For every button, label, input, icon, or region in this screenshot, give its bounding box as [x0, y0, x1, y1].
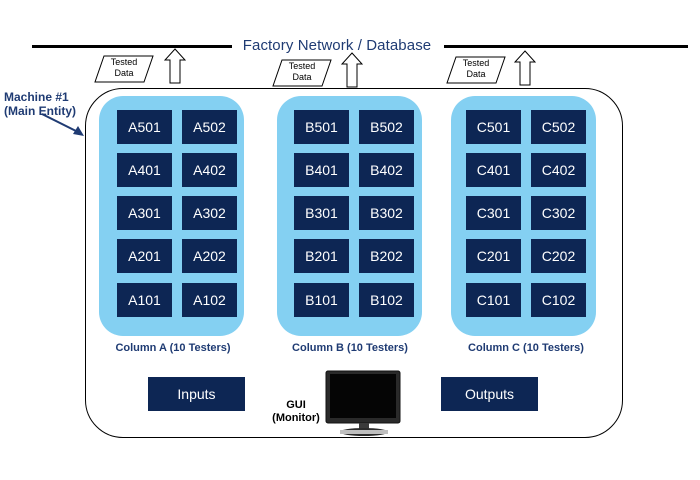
tested-data-c: Tested Data — [446, 56, 506, 84]
tester-a502: A502 — [182, 110, 237, 144]
tester-b402: B402 — [359, 153, 414, 187]
tested-data-c-label: Tested Data — [462, 58, 490, 79]
machine-label: Machine #1 (Main Entity) — [4, 90, 76, 118]
upload-arrow-b-icon — [341, 52, 363, 88]
tester-b501: B501 — [294, 110, 349, 144]
tester-a302: A302 — [182, 196, 237, 230]
pointer-arrow-icon — [41, 113, 84, 136]
tester-c302: C302 — [531, 196, 586, 230]
tester-c401: C401 — [466, 153, 521, 187]
upload-arrow-c-icon — [514, 50, 536, 86]
tester-c501: C501 — [466, 110, 521, 144]
tester-c202: C202 — [531, 239, 586, 273]
gui-label: GUI (Monitor) — [272, 399, 320, 424]
tester-c301: C301 — [466, 196, 521, 230]
tester-a101: A101 — [117, 283, 172, 317]
tester-b102: B102 — [359, 283, 414, 317]
tested-data-b: Tested Data — [272, 59, 332, 87]
monitor-icon — [325, 370, 401, 436]
tester-b201: B201 — [294, 239, 349, 273]
tester-b502: B502 — [359, 110, 414, 144]
network-title: Factory Network / Database — [242, 37, 432, 54]
tester-b301: B301 — [294, 196, 349, 230]
inputs-box: Inputs — [148, 377, 245, 411]
outputs-box: Outputs — [441, 377, 538, 411]
column-a-label: Column A (10 Testers) — [115, 342, 231, 354]
tester-c102: C102 — [531, 283, 586, 317]
tester-c101: C101 — [466, 283, 521, 317]
tester-b202: B202 — [359, 239, 414, 273]
column-c-label: Column C (10 Testers) — [468, 342, 584, 354]
tester-a501: A501 — [117, 110, 172, 144]
tester-b101: B101 — [294, 283, 349, 317]
tested-data-b-label: Tested Data — [288, 61, 316, 82]
tester-a301: A301 — [117, 196, 172, 230]
tester-a202: A202 — [182, 239, 237, 273]
tested-data-a: Tested Data — [94, 55, 154, 83]
column-b-label: Column B (10 Testers) — [292, 342, 408, 354]
tester-b401: B401 — [294, 153, 349, 187]
tester-c402: C402 — [531, 153, 586, 187]
tester-a102: A102 — [182, 283, 237, 317]
tester-a402: A402 — [182, 153, 237, 187]
upload-arrow-a-icon — [164, 48, 186, 84]
tested-data-a-label: Tested Data — [110, 57, 138, 78]
tester-a401: A401 — [117, 153, 172, 187]
tester-c502: C502 — [531, 110, 586, 144]
tester-c201: C201 — [466, 239, 521, 273]
tester-b302: B302 — [359, 196, 414, 230]
network-line-right — [444, 45, 688, 48]
network-line-left — [32, 45, 232, 48]
tester-a201: A201 — [117, 239, 172, 273]
